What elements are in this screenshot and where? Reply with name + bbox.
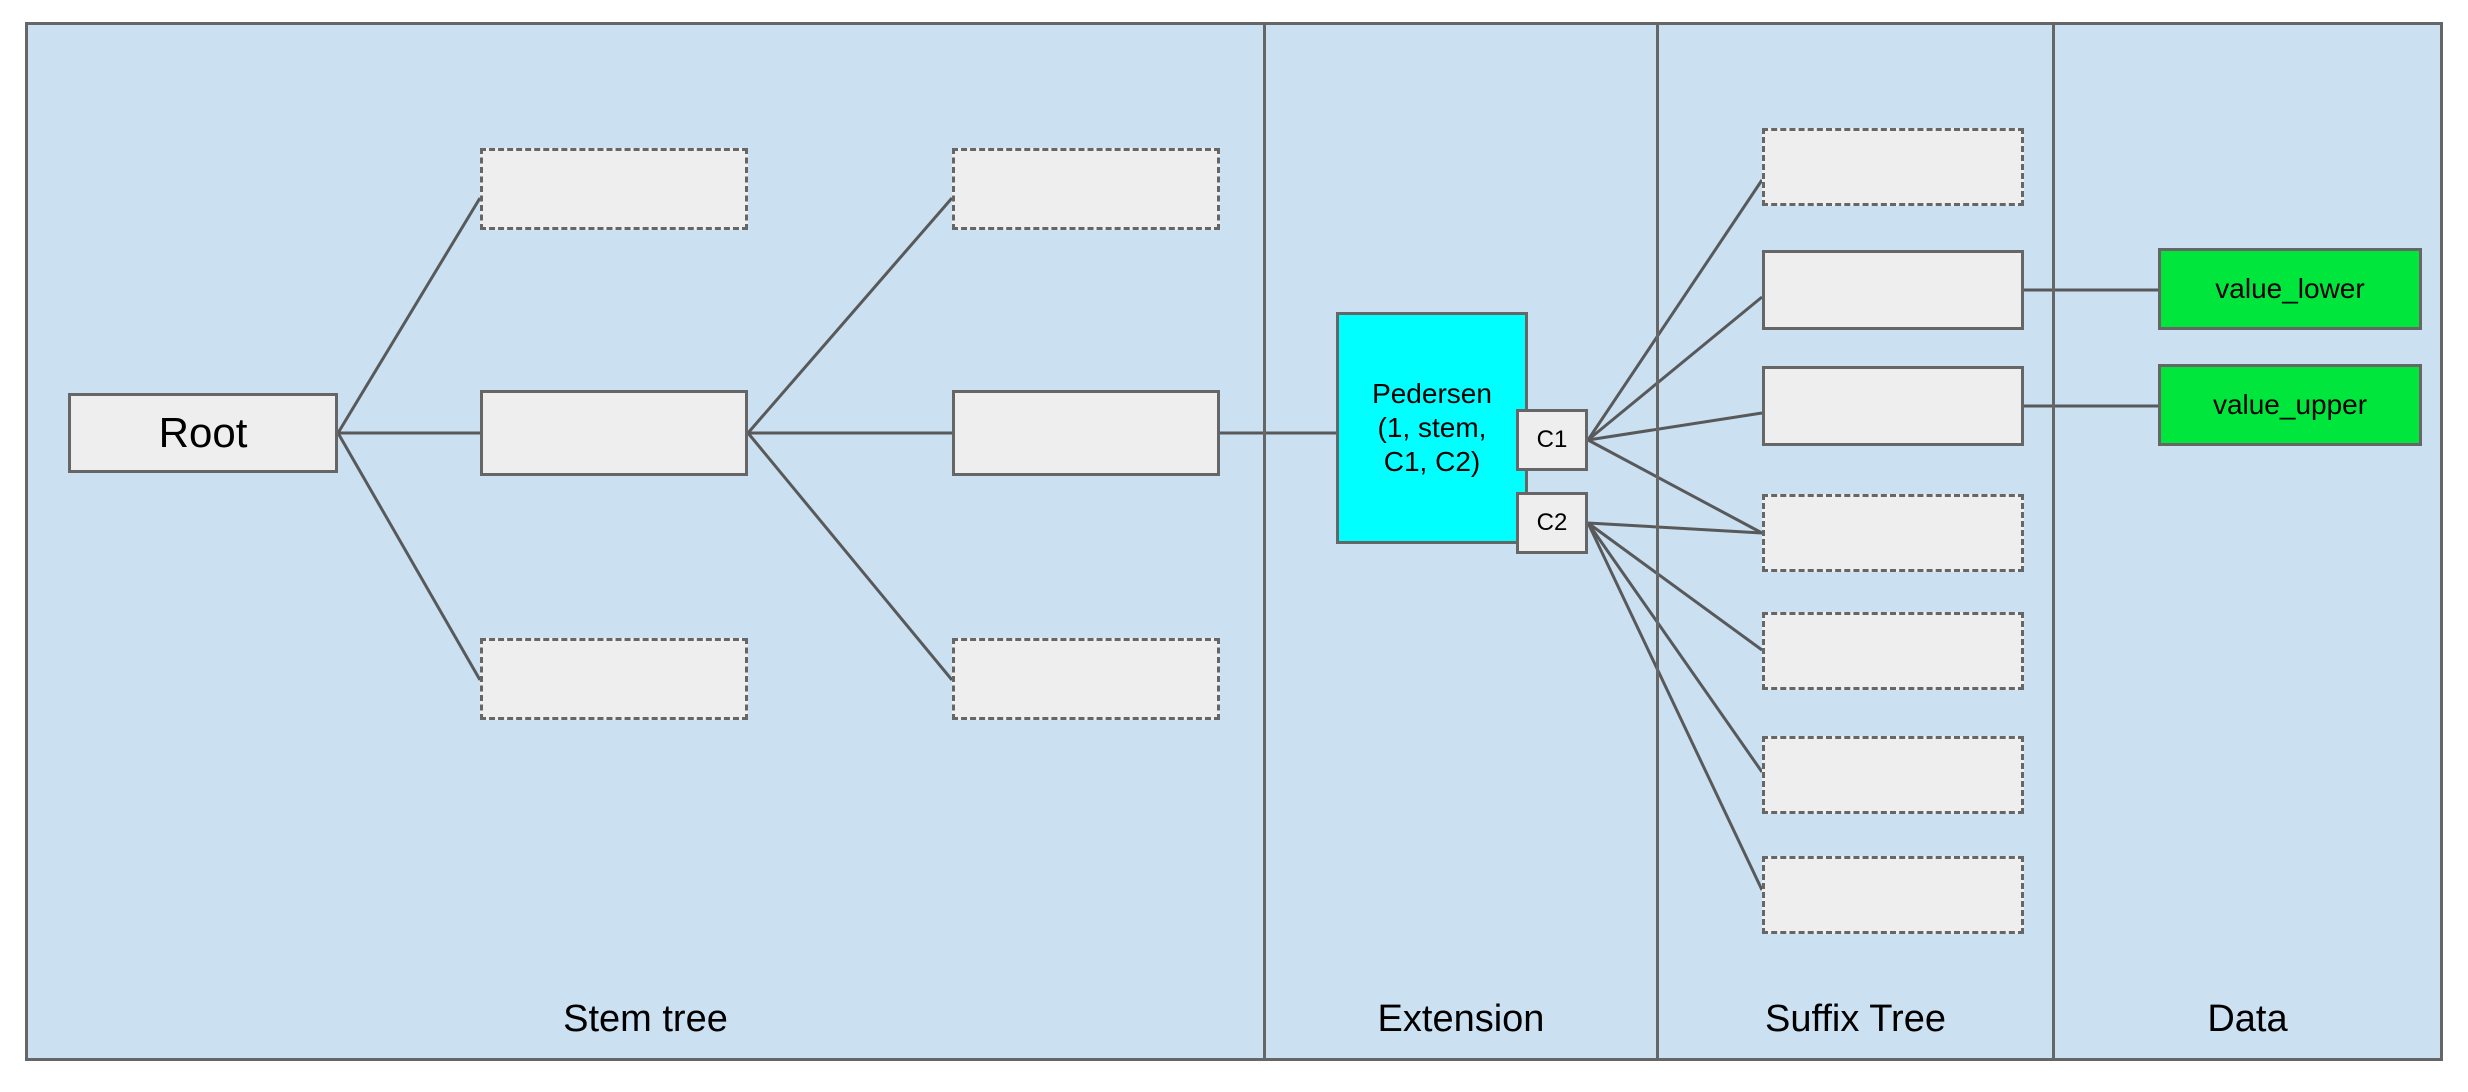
suffix-node-2[interactable]: [1762, 250, 2024, 330]
section-label-suffix-tree: Suffix Tree: [1659, 998, 2052, 1041]
section-label-extension: Extension: [1266, 998, 1656, 1041]
data-node-value-lower[interactable]: value_lower: [2158, 248, 2422, 330]
stem-node-root-label: Root: [158, 409, 248, 457]
stem-node-l1-bottom[interactable]: [480, 638, 748, 720]
data-node-value-upper[interactable]: value_upper: [2158, 364, 2422, 446]
stem-node-l1-top[interactable]: [480, 148, 748, 230]
suffix-node-3[interactable]: [1762, 366, 2024, 446]
suffix-node-1[interactable]: [1762, 128, 2024, 206]
stem-node-l2-bottom[interactable]: [952, 638, 1220, 720]
suffix-node-5[interactable]: [1762, 612, 2024, 690]
stem-node-l2-middle[interactable]: [952, 390, 1220, 476]
divider-stem-extension: [1263, 25, 1266, 1058]
extension-pedersen-commitment[interactable]: Pedersen (1, stem, C1, C2): [1336, 312, 1528, 544]
extension-pedersen-label: Pedersen (1, stem, C1, C2): [1372, 377, 1492, 478]
diagram-frame: [25, 22, 2443, 1061]
divider-extension-suffix: [1656, 25, 1659, 1058]
section-label-extension-text: Extension: [1377, 998, 1545, 1040]
section-label-data: Data: [2055, 998, 2440, 1041]
section-label-data-text: Data: [2207, 998, 2288, 1040]
stem-node-root[interactable]: Root: [68, 393, 338, 473]
extension-chunk-c2[interactable]: C2: [1516, 492, 1588, 554]
divider-suffix-data: [2052, 25, 2055, 1058]
data-node-value-lower-label: value_lower: [2215, 272, 2365, 304]
suffix-node-6[interactable]: [1762, 736, 2024, 814]
section-label-stem-tree-text: Stem tree: [563, 998, 728, 1040]
suffix-node-4[interactable]: [1762, 494, 2024, 572]
section-label-suffix-tree-text: Suffix Tree: [1765, 998, 1946, 1040]
extension-chunk-c2-label: C2: [1536, 509, 1568, 537]
extension-chunk-c1[interactable]: C1: [1516, 409, 1588, 471]
suffix-node-7[interactable]: [1762, 856, 2024, 934]
stem-node-l1-middle[interactable]: [480, 390, 748, 476]
data-node-value-upper-label: value_upper: [2212, 388, 2368, 420]
extension-chunk-c1-label: C1: [1536, 426, 1568, 454]
section-label-stem-tree: Stem tree: [28, 998, 1263, 1041]
stem-node-l2-top[interactable]: [952, 148, 1220, 230]
